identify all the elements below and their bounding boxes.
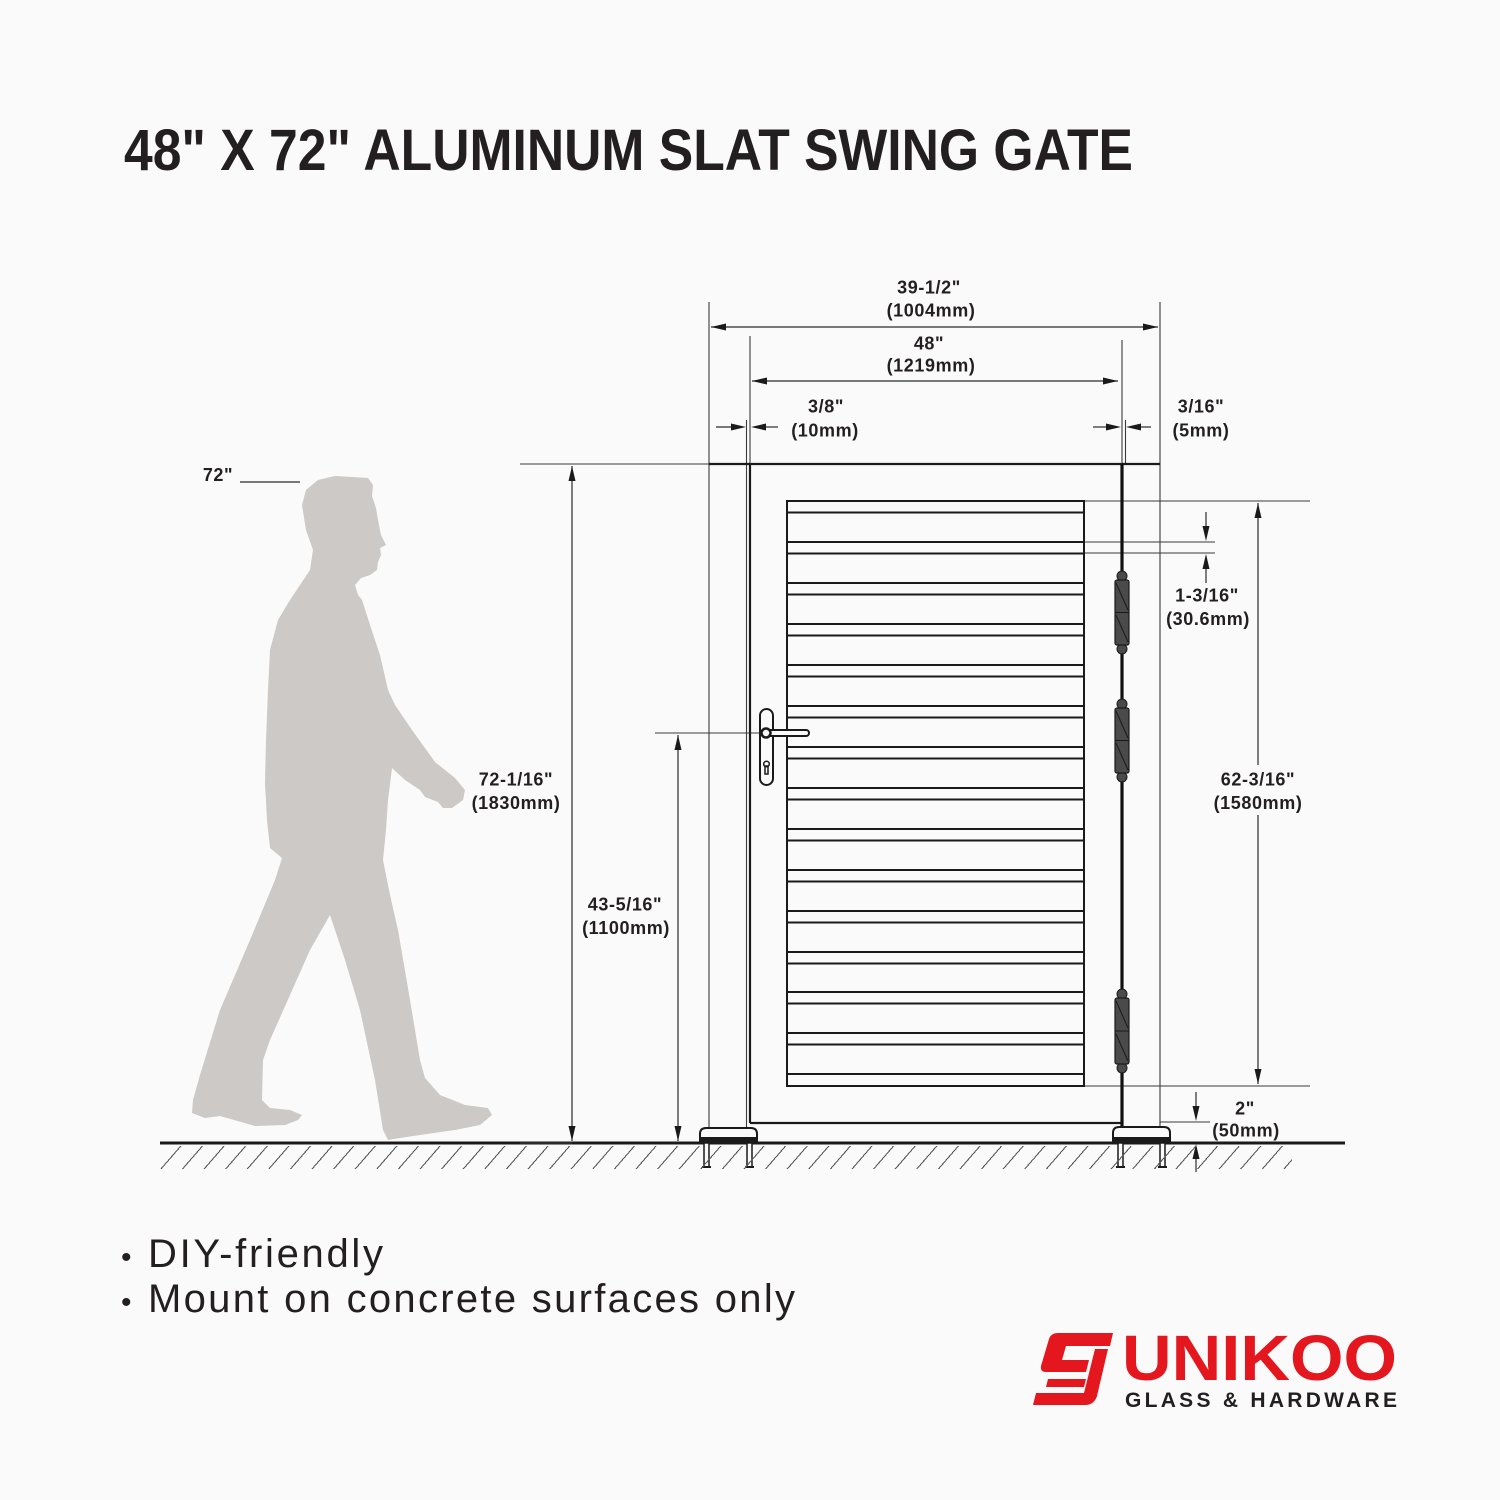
dimension-label: 3/8" [808,397,844,417]
bullet-icon: • [121,1286,132,1319]
person-height-label: 72" [203,465,233,485]
arrow-down-icon [1192,1106,1200,1121]
dimension-gate-width: 48" (1219mm) [752,334,1118,385]
dimension-label-metric: (1100mm) [582,918,670,938]
slat-panel [786,500,1085,1087]
page-title: 48" X 72" ALUMINUM SLAT SWING GATE [124,118,1133,183]
arrow-left-icon [751,423,766,431]
gate-frame [709,462,1160,1130]
arrow-up-icon [1202,554,1210,569]
brand-s-mark-icon [1033,1333,1113,1405]
arrow-left-icon [711,323,726,331]
arrow-right-icon [731,423,746,431]
arrow-up-icon [674,735,682,750]
dimension-slat-gap: 1-3/16" (30.6mm) [1166,512,1250,629]
dimension-label: 1-3/16" [1175,586,1239,606]
hinge-icon [1114,570,1130,655]
arrow-up-icon [1254,503,1262,518]
dimension-label: 43-5/16" [588,895,662,915]
ground-hatching [160,1146,1292,1169]
dimension-overall-width: 39-1/2" (1004mm) [711,278,1158,331]
arrow-right-icon [1143,323,1158,331]
dimension-label: 39-1/2" [897,278,961,298]
arrow-right-icon [1103,377,1118,385]
dimension-slat-panel-height: 62-3/16" (1580mm) [1210,503,1308,1084]
arrow-down-icon [1202,526,1210,541]
dimension-left-gap: 3/8" (10mm) [716,397,859,441]
dimension-label: 48" [914,334,944,354]
arrow-left-icon [1126,423,1141,431]
dimension-label-metric: (30.6mm) [1166,609,1250,629]
dimension-label-metric: (5mm) [1172,421,1229,441]
dimension-label: 2" [1235,1099,1255,1119]
dimension-label-metric: (1580mm) [1214,793,1303,813]
arrow-down-icon [1254,1069,1262,1084]
hinge-icon [1114,988,1130,1074]
brand-tagline: GLASS & HARDWARE [1125,1389,1397,1412]
arrow-up-icon [568,466,576,481]
arrow-down-icon [674,1126,682,1141]
dimension-label-metric: (50mm) [1212,1121,1280,1141]
dimension-label-metric: (1830mm) [472,793,561,813]
dimension-label: 72-1/16" [479,770,553,790]
arrow-left-icon [752,377,767,385]
arrow-right-icon [1106,423,1121,431]
dimension-label-metric: (1004mm) [887,301,976,321]
door-handle-icon [759,708,810,786]
brand-logo: UNIKOO GLASS & HARDWARE [1033,1322,1397,1412]
dimension-right-gap: 3/16" (5mm) [1093,397,1229,441]
brand-name: UNIKOO [1122,1322,1397,1394]
arrow-down-icon [568,1126,576,1141]
dimension-handle-height: 43-5/16" (1100mm) [582,735,682,1141]
feature-list: • DIY-friendly • Mount on concrete surfa… [121,1232,795,1321]
dimension-label-metric: (10mm) [791,421,859,441]
hinge-icon [1114,698,1130,783]
dimension-label: 3/16" [1178,397,1225,417]
feature-item: DIY-friendly [148,1232,383,1276]
person-height-marker: 72" [203,465,300,485]
walking-man-silhouette-icon [192,476,492,1140]
dimension-gate-height: 72-1/16" (1830mm) [472,466,576,1141]
bullet-icon: • [121,1241,132,1274]
dimension-label-metric: (1219mm) [887,356,976,376]
feature-item: Mount on concrete surfaces only [148,1277,795,1321]
extension-lines [520,302,1310,1144]
dimension-label: 62-3/16" [1221,770,1295,790]
